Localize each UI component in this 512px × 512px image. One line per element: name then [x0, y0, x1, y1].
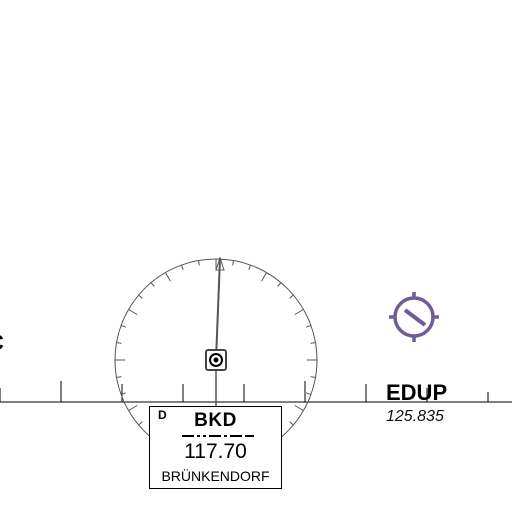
compass-tick [150, 282, 155, 287]
north-arrow-icon [215, 256, 225, 271]
compass-tick [306, 324, 312, 328]
compass-tick [197, 260, 200, 266]
navaid-info-box[interactable]: D BKD 117.70 BRÜNKENDORF [149, 406, 282, 489]
compass-tick [232, 260, 235, 266]
compass-tick [289, 421, 294, 426]
morse-code-icon [182, 435, 254, 437]
compass-tick [310, 341, 316, 344]
compass-tick [261, 272, 267, 282]
compass-tick [120, 324, 126, 328]
compass-tick [289, 294, 294, 299]
vor-dme-icon [205, 349, 227, 371]
navaid-type-letter: D [158, 408, 167, 422]
compass-tick [294, 405, 304, 411]
navaid-ident: BKD [194, 410, 237, 431]
compass-tick [138, 294, 143, 299]
compass-tick [310, 376, 316, 379]
compass-tick [138, 421, 143, 426]
navaid-name: BRÜNKENDORF [161, 468, 270, 484]
compass-tick [120, 392, 126, 396]
edge-station-ident: C [0, 330, 4, 356]
compass-tick [128, 309, 138, 315]
compass-tick [116, 341, 122, 344]
airport-frequency: 125.835 [386, 408, 444, 425]
airport-ident[interactable]: EDUP [386, 380, 448, 405]
compass-tick [306, 392, 312, 396]
compass-tick [277, 282, 282, 287]
compass-tick [128, 405, 138, 411]
compass-tick [294, 309, 304, 315]
airfield-icon [389, 292, 439, 342]
north-needle [215, 257, 221, 361]
compass-tick [248, 264, 252, 270]
compass-tick [165, 272, 171, 282]
compass-tick [116, 376, 122, 379]
airway-line [0, 381, 512, 403]
navaid-frequency: 117.70 [184, 440, 247, 463]
compass-tick [180, 264, 184, 270]
